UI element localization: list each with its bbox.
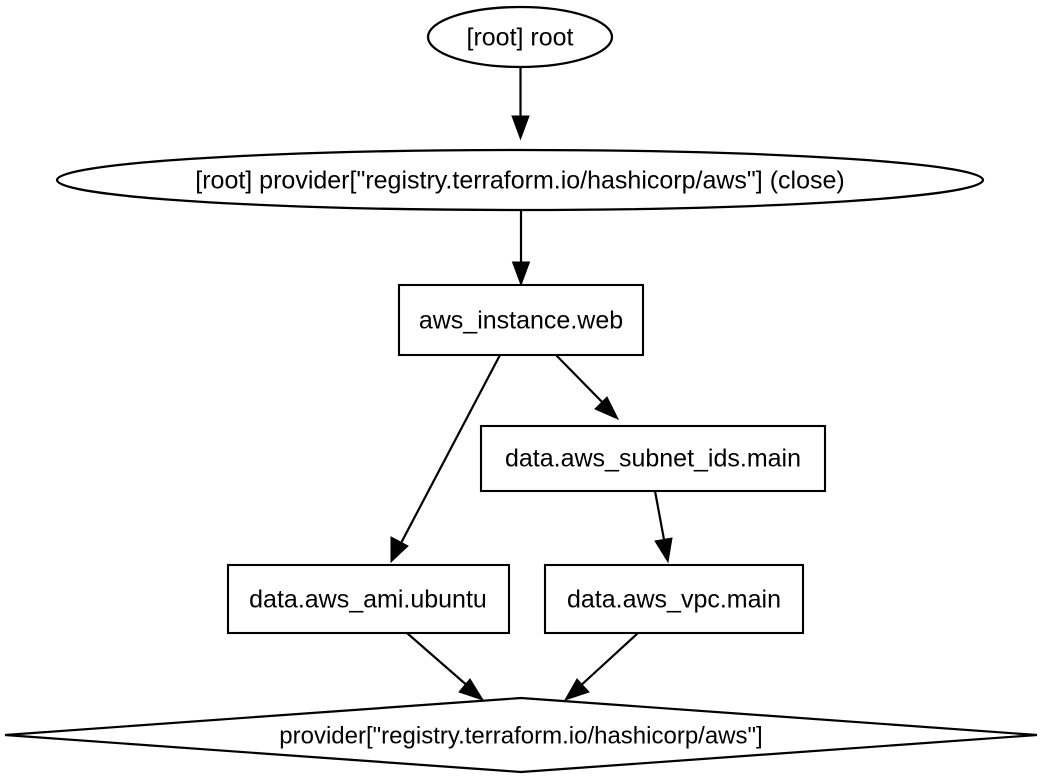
node-provider-aws-label: provider["registry.terraform.io/hashicor… bbox=[279, 722, 762, 749]
edge-provider-close-to-aws-instance-web bbox=[511, 210, 531, 287]
edge-aws-instance-web-to-data-aws-subnet-ids-main bbox=[555, 354, 620, 421]
node-root[interactable]: [root] root bbox=[426, 5, 614, 69]
node-data-aws-ami-ubuntu[interactable]: data.aws_ami.ubuntu bbox=[226, 563, 511, 635]
edge-aws-instance-web-to-data-aws-ami-ubuntu bbox=[390, 354, 501, 564]
node-aws-instance-web[interactable]: aws_instance.web bbox=[397, 283, 645, 357]
node-data-aws-subnet-ids-main-label: data.aws_subnet_ids.main bbox=[505, 445, 801, 473]
node-provider-close-label: [root] provider["registry.terraform.io/h… bbox=[195, 167, 844, 195]
node-data-aws-vpc-main[interactable]: data.aws_vpc.main bbox=[543, 563, 805, 635]
node-data-aws-ami-ubuntu-label: data.aws_ami.ubuntu bbox=[249, 586, 487, 614]
node-data-aws-subnet-ids-main[interactable]: data.aws_subnet_ids.main bbox=[479, 424, 827, 493]
edge-root-to-provider-close bbox=[511, 67, 530, 141]
node-provider-close[interactable]: [root] provider["registry.terraform.io/h… bbox=[55, 148, 985, 212]
node-aws-instance-web-label: aws_instance.web bbox=[419, 307, 623, 335]
node-root-label: [root] root bbox=[467, 24, 574, 52]
node-provider-aws[interactable]: provider["registry.terraform.io/hashicor… bbox=[4, 696, 1038, 774]
edge-data-aws-vpc-main-to-provider-aws bbox=[563, 632, 639, 701]
edge-data-aws-subnet-ids-main-to-data-aws-vpc-main bbox=[653, 490, 673, 564]
node-data-aws-vpc-main-label: data.aws_vpc.main bbox=[567, 586, 781, 614]
edge-data-aws-ami-ubuntu-to-provider-aws bbox=[406, 632, 485, 701]
